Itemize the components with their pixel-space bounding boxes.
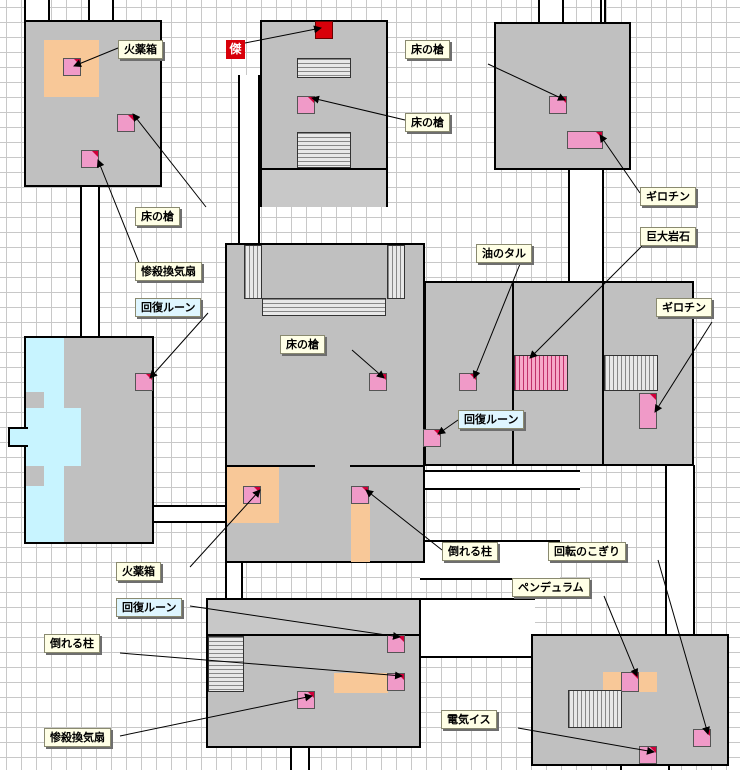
leader-guillotine-top bbox=[599, 134, 641, 194]
corridor-to-bottom-right bbox=[420, 598, 535, 658]
top-middle-lower-strip bbox=[262, 168, 386, 207]
label-electric-chair[interactable]: 電気イス bbox=[441, 710, 497, 729]
corridor-left-room-to-center bbox=[150, 505, 228, 523]
label-guillotine-right[interactable]: ギロチン bbox=[656, 298, 712, 317]
corridor-right-vertical bbox=[568, 168, 604, 282]
corridor-bottom bbox=[290, 745, 310, 770]
leader-electric-chair bbox=[517, 727, 655, 755]
corridor-mid-vertical bbox=[238, 75, 260, 245]
leader-floor-spear-center bbox=[351, 349, 385, 379]
wall-right-divider-2 bbox=[602, 281, 604, 465]
water-notch-1 bbox=[26, 392, 44, 408]
corridor-top-left bbox=[24, 0, 50, 22]
stairs-boulder bbox=[514, 355, 568, 391]
leader-oil-barrel bbox=[472, 263, 521, 379]
label-heal-rune-left[interactable]: 回復ルーン bbox=[135, 298, 202, 317]
leader-boulder bbox=[529, 239, 649, 359]
leader-heal-rune-left bbox=[149, 312, 209, 379]
leader-start-marker bbox=[244, 25, 322, 44]
leader-exhaust-fan-bottom bbox=[119, 693, 313, 737]
wall-right-divider-1 bbox=[512, 281, 514, 465]
stairs-top-middle-1 bbox=[297, 58, 351, 78]
trap-floor-spear-topmid[interactable] bbox=[297, 96, 315, 114]
leader-heal-rune-bottom bbox=[189, 605, 401, 640]
leader-heal-rune-center bbox=[437, 419, 459, 435]
label-pendulum[interactable]: ペンデュラム bbox=[512, 578, 590, 597]
room-left-stub bbox=[8, 427, 28, 447]
leader-powder-box-tl bbox=[73, 47, 119, 68]
stairs-right-guillotine bbox=[604, 355, 658, 391]
corridor-top-left-2 bbox=[88, 0, 114, 22]
label-floor-spear-topmid[interactable]: 床の槍 bbox=[405, 113, 450, 132]
stairs-bottom-center bbox=[208, 636, 244, 692]
stairs-center-left bbox=[244, 245, 262, 299]
leader-floor-spear-topright bbox=[487, 63, 566, 101]
stairs-top-middle-2 bbox=[297, 132, 351, 168]
leader-falling-pillar-bottom bbox=[119, 652, 403, 680]
corridor-right-mid bbox=[420, 470, 580, 490]
label-oil-barrel[interactable]: 油のタル bbox=[476, 244, 532, 263]
label-heal-rune-center[interactable]: 回復ルーン bbox=[458, 410, 525, 429]
label-heal-rune-bottom[interactable]: 回復ルーン bbox=[116, 598, 183, 617]
label-exhaust-fan-tl[interactable]: 惨殺換気扇 bbox=[135, 262, 202, 281]
trap-heal-rune-center[interactable] bbox=[423, 429, 441, 447]
label-rotating-saw[interactable]: 回転のこぎり bbox=[548, 542, 626, 561]
corridor-top-right bbox=[538, 0, 564, 24]
water-area-bulge bbox=[26, 408, 81, 466]
stairs-center-right bbox=[387, 245, 405, 299]
trap-heal-rune-left[interactable] bbox=[135, 373, 153, 391]
trap-exhaust-fan-tl[interactable] bbox=[81, 150, 99, 168]
label-floor-spear-center[interactable]: 床の槍 bbox=[280, 335, 325, 354]
leader-falling-pillar-center bbox=[365, 489, 443, 551]
leader-exhaust-fan-tl bbox=[96, 159, 141, 266]
leader-powder-box-center bbox=[189, 489, 261, 568]
corridor-left-vertical bbox=[80, 185, 100, 337]
label-powder-box-center[interactable]: 火薬箱 bbox=[116, 562, 161, 581]
wall-center-divider bbox=[225, 465, 315, 467]
label-falling-pillar-bottom[interactable]: 倒れる柱 bbox=[44, 634, 100, 653]
corridor-top-right-2 bbox=[600, 0, 606, 24]
bottom-center-upper-strip bbox=[208, 600, 419, 636]
corridor-center-down bbox=[225, 560, 243, 600]
label-powder-box-tl[interactable]: 火薬箱 bbox=[118, 40, 163, 59]
label-floor-spear-topright[interactable]: 床の槍 bbox=[405, 40, 450, 59]
corridor-bottom-right bbox=[620, 765, 670, 770]
leader-pendulum bbox=[603, 595, 639, 677]
label-falling-pillar-center[interactable]: 倒れる柱 bbox=[442, 542, 498, 561]
pillar-area-center bbox=[351, 504, 370, 562]
wall-center-divider-2 bbox=[350, 465, 425, 467]
label-boulder[interactable]: 巨大岩石 bbox=[640, 227, 696, 246]
leader-guillotine-right bbox=[654, 321, 713, 413]
leader-floor-spear-tl bbox=[132, 113, 207, 208]
stairs-center-top bbox=[262, 298, 386, 316]
corridor-lower-right-down bbox=[665, 465, 695, 635]
trap-floor-spear-tl[interactable] bbox=[117, 114, 135, 132]
label-guillotine-top[interactable]: ギロチン bbox=[640, 187, 696, 206]
leader-rotating-saw bbox=[657, 559, 710, 735]
pillar-area-bottom bbox=[334, 673, 388, 693]
leader-floor-spear-topmid bbox=[311, 95, 406, 121]
start-marker[interactable]: 傑 bbox=[226, 40, 245, 59]
label-floor-spear-tl[interactable]: 床の槍 bbox=[135, 207, 180, 226]
stairs-bottom-right bbox=[568, 690, 622, 728]
label-exhaust-fan-bottom[interactable]: 惨殺換気扇 bbox=[44, 728, 111, 747]
water-notch-2 bbox=[26, 466, 44, 486]
